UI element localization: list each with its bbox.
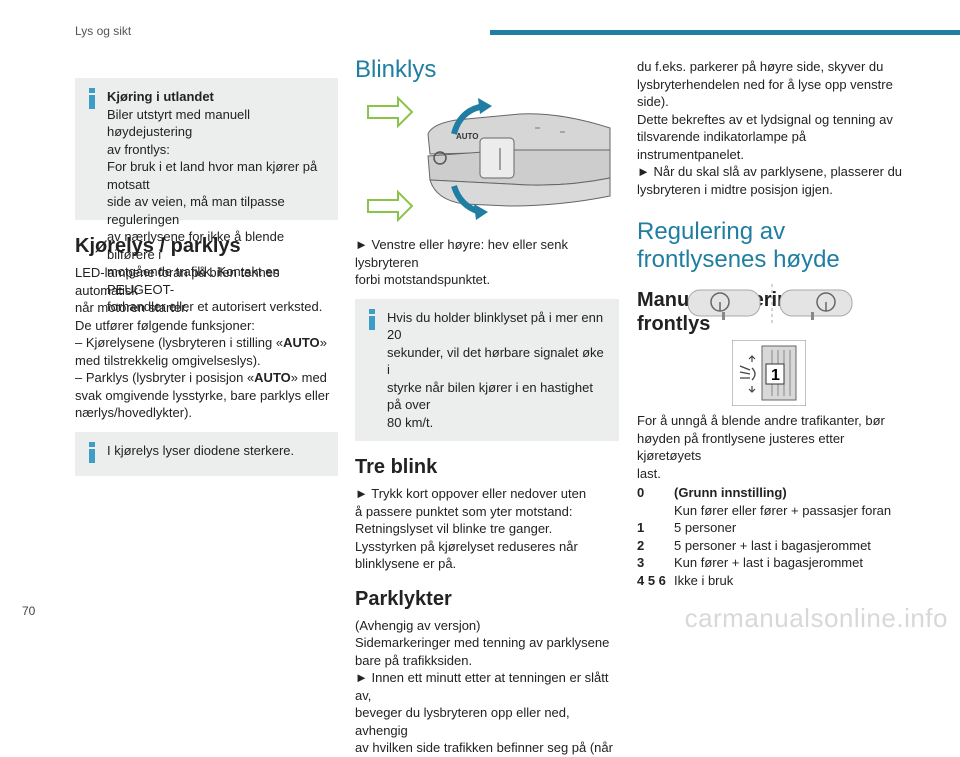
para-line: når motoren starter.	[75, 300, 189, 315]
header-accent-bar	[490, 30, 960, 35]
list-item: – Parklys (lysbryter i posisjon «AUTO» m…	[75, 370, 327, 385]
para-line: De utfører følgende funksjoner:	[75, 317, 255, 333]
setting-key: 2	[637, 537, 645, 553]
heading-parking-lights: Parklykter	[355, 587, 452, 610]
headlamp-dial-figure: 1	[732, 340, 806, 406]
info-icon	[85, 88, 99, 109]
list-item-cont: med tilstrekkelig omgivelseslys).	[75, 352, 261, 368]
indicator-stalk-figure: AUTO	[367, 95, 611, 223]
page-number: 70	[22, 604, 36, 618]
column-middle-body: ► Venstre eller høyre: hev eller senk ly…	[355, 236, 619, 757]
headlamp-beam-icon	[739, 365, 751, 379]
section-title: Lys og sikt	[75, 24, 132, 38]
note-line: av frontlys:	[107, 141, 170, 157]
list-item-cont: nærlys/hovedlykter).	[75, 405, 193, 420]
setting-value: 5 personer + last i bagasjerommet	[674, 537, 871, 553]
note-driving-abroad: Kjøring i utlandet Biler utstyrt med man…	[75, 78, 338, 314]
headlamp-cars-figure	[688, 284, 853, 326]
column-right-body: For å unngå å blende andre trafikanter, …	[637, 412, 907, 589]
heading-headlamp-leveling: Regulering av frontlysenes høyde	[637, 218, 840, 273]
note-indicator-signal: Hvis du holder blinklyset på i mer enn 2…	[355, 298, 619, 441]
heading-three-flashes: Tre blink	[355, 456, 438, 478]
arrow-right-icon	[367, 189, 414, 223]
setting-key: 0	[637, 485, 645, 500]
setting-value: Kun fører + last i bagasjerommet	[674, 555, 863, 570]
list-item-cont: svak omgivende lysstyrke, bare parklys e…	[75, 387, 330, 403]
list-item: – Kjørelysene (lysbryteren i stilling «A…	[75, 335, 327, 350]
note-line: forhandler eller et autorisert verksted.	[107, 299, 323, 314]
para-line: LED-lampene foran på bilen tennes automa…	[75, 265, 280, 298]
dial-value: 1	[771, 367, 780, 384]
note-line: side av veien, må man tilpasse regulerin…	[107, 194, 285, 227]
note-line: Biler utstyrt med manuell høydejustering	[107, 106, 251, 140]
info-icon	[85, 441, 99, 463]
note-line: av nærlysene for ikke å blende bilførere…	[107, 229, 285, 262]
column-middle: Blinklys	[355, 56, 619, 84]
note-daytime-diodes: I kjørelys lyser diodene sterkere.	[75, 431, 338, 476]
column-left: Kjøring i utlandet Biler utstyrt med man…	[75, 78, 338, 476]
note-title: Kjøring i utlandet	[107, 89, 214, 104]
step-line: forbi motstandspunktet.	[355, 272, 491, 287]
watermark: carmanualsonline.info	[684, 603, 948, 633]
note-line: For bruk i et land hvor man kjører på mo…	[107, 159, 318, 192]
setting-value: Kun fører eller fører + passasjer foran	[674, 502, 892, 518]
setting-value: (Grunn innstilling)	[674, 485, 787, 500]
note-line: motgående trafikk. Kontakt en PEUGEOT-	[107, 264, 280, 297]
setting-key: 1	[637, 520, 645, 535]
info-icon	[365, 308, 379, 330]
svg-text:AUTO: AUTO	[456, 132, 479, 141]
step-line: ► Venstre eller høyre: hev eller senk ly…	[355, 237, 569, 270]
heading-indicators: Blinklys	[355, 56, 437, 83]
setting-key: 3	[637, 555, 645, 570]
setting-value: Ikke i bruk	[674, 572, 734, 588]
setting-value: 5 personer	[674, 520, 737, 535]
arrow-right-icon	[367, 95, 414, 129]
load-settings-table: 0 (Grunn innstilling) Kun fører eller fø…	[637, 484, 907, 589]
setting-key: 4 5 6	[637, 572, 666, 588]
heading-daytime-lights: Kjørelys / parklys	[75, 235, 241, 257]
